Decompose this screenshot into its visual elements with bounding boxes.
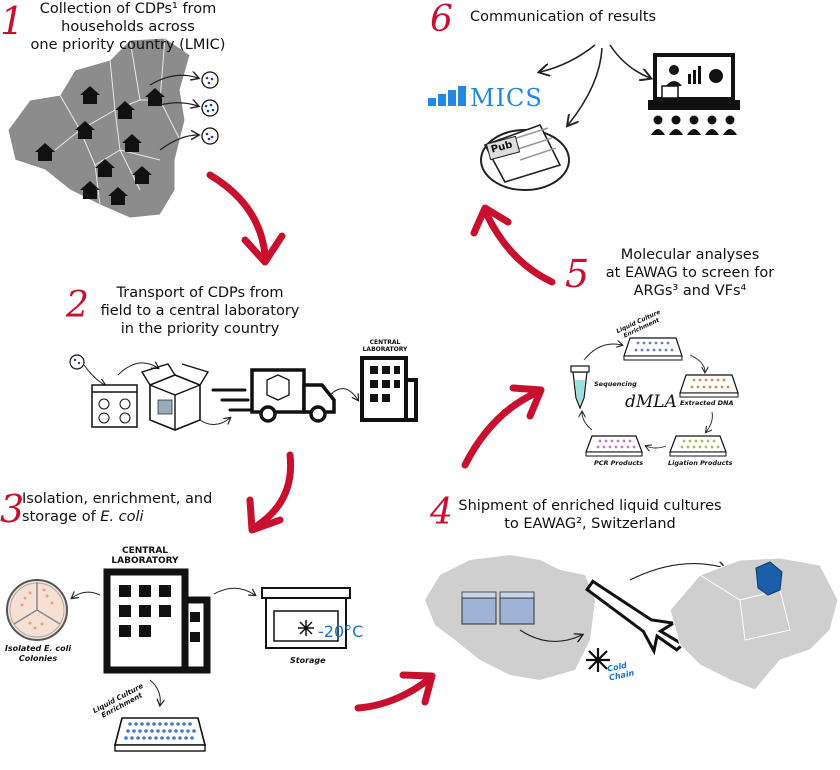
central-lab-big-line-2: LABORATORY [111,556,179,566]
step-5-line-2: at EAWAG to screen for [605,265,775,281]
red-arrow-4-to-5-icon [461,388,542,469]
step-2-line-3: in the priority country [120,321,280,337]
switzerland-map-icon [669,557,839,691]
step-3-ecoli: E. coli [100,509,144,525]
cdp-arrows [149,75,198,151]
step-1-line-2: households across [61,19,195,35]
delivery-truck-icon [211,368,336,423]
red-arrow-3-to-4-icon [354,676,432,712]
sequencing-tube-icon [570,365,590,410]
ligation-products-label: Ligation Products [668,459,733,467]
publication-icon [480,124,570,191]
extracted-dna-plate-icon [679,374,739,398]
petri-dish-icon [6,579,68,641]
pcr-products-label: PCR Products [594,459,644,467]
step-4-line-2: to EAWAG², Switzerland [504,516,676,532]
step-2-line-2: field to a central laboratory [100,303,300,319]
central-lab-small-line-2: LABORATORY [362,346,408,353]
liquid-culture-plate-5-icon [623,337,683,361]
red-arrow-1-to-2-icon [206,171,269,259]
dmla-label: dMLA [625,392,677,412]
open-box-icon [140,363,210,431]
well-plate-icon [113,717,207,752]
isolated-line-2: Colonies [18,654,58,663]
step-3-title: Isolation, enrichment, and storage of E.… [22,490,222,526]
freezer-storage-icon [261,587,351,649]
central-lab-big-line-1: CENTRAL [121,546,169,556]
step-1-number: 1 [0,0,25,43]
step-3-line-2: storage of E. coli [22,508,222,526]
presentation-icon [648,53,740,110]
step-5-line-3: ARGs³ and VFs⁴ [633,283,747,299]
central-lab-small-label: CENTRAL LABORATORY [360,339,410,353]
snowflake-icon [586,648,610,672]
pcr-products-plate-icon [585,435,643,457]
communication-arrows [540,44,650,125]
cdp-plate-small-icon [69,354,85,370]
central-laboratory-big-icon [103,568,211,674]
zip-bag-icon [91,384,138,428]
step-2-line-1: Transport of CDPs from [116,285,284,301]
step-6-number: 6 [430,0,453,40]
step-2-number: 2 [66,285,89,326]
red-arrow-2-to-3-icon [254,451,295,529]
house-icons [35,86,165,205]
step-5-number: 5 [565,252,590,296]
step-1-line-1: Collection of CDPs¹ from [39,1,217,17]
extracted-dna-label: Extracted DNA [680,399,734,407]
central-laboratory-small-icon [360,356,418,422]
step-3-line-1: Isolation, enrichment, and [22,491,213,507]
red-arrow-5-to-6-icon [483,211,556,286]
audience-icon [651,115,737,135]
storage-label: Storage [290,656,326,665]
central-lab-small-line-1: CENTRAL [369,339,401,346]
step-4-number: 4 [430,492,453,533]
step-4-line-1: Shipment of enriched liquid cultures [458,498,722,514]
stacked-plates-icon [461,591,535,625]
step-5-line-1: Molecular analyses [620,247,760,263]
mics-label: MICS [470,84,543,112]
step-2-title: Transport of CDPs from field to a centra… [80,284,320,338]
step-1-line-3: one priority country (LMIC) [30,37,226,53]
step-4-title: Shipment of enriched liquid cultures to … [450,497,730,533]
step-3-line-2-text: storage of [22,509,101,525]
step-5-title: Molecular analyses at EAWAG to screen fo… [585,246,795,300]
mics-logo-icon [428,86,466,106]
cdp-plate-icons [201,71,219,145]
step-1-title: Collection of CDPs¹ from households acro… [18,0,238,54]
isolated-line-1: Isolated E. coli [4,644,72,653]
airplane-icon [585,579,686,656]
country-map-icon [7,37,191,219]
step-3-number: 3 [0,487,25,531]
temperature-label: -20°C [318,622,364,641]
ligation-products-plate-icon [669,435,727,457]
sequencing-label: Sequencing [594,380,637,388]
central-lab-big-label: CENTRAL LABORATORY [110,546,180,566]
step-6-title: Communication of results [470,9,657,25]
isolated-colonies-label: Isolated E. coli Colonies [0,644,76,664]
